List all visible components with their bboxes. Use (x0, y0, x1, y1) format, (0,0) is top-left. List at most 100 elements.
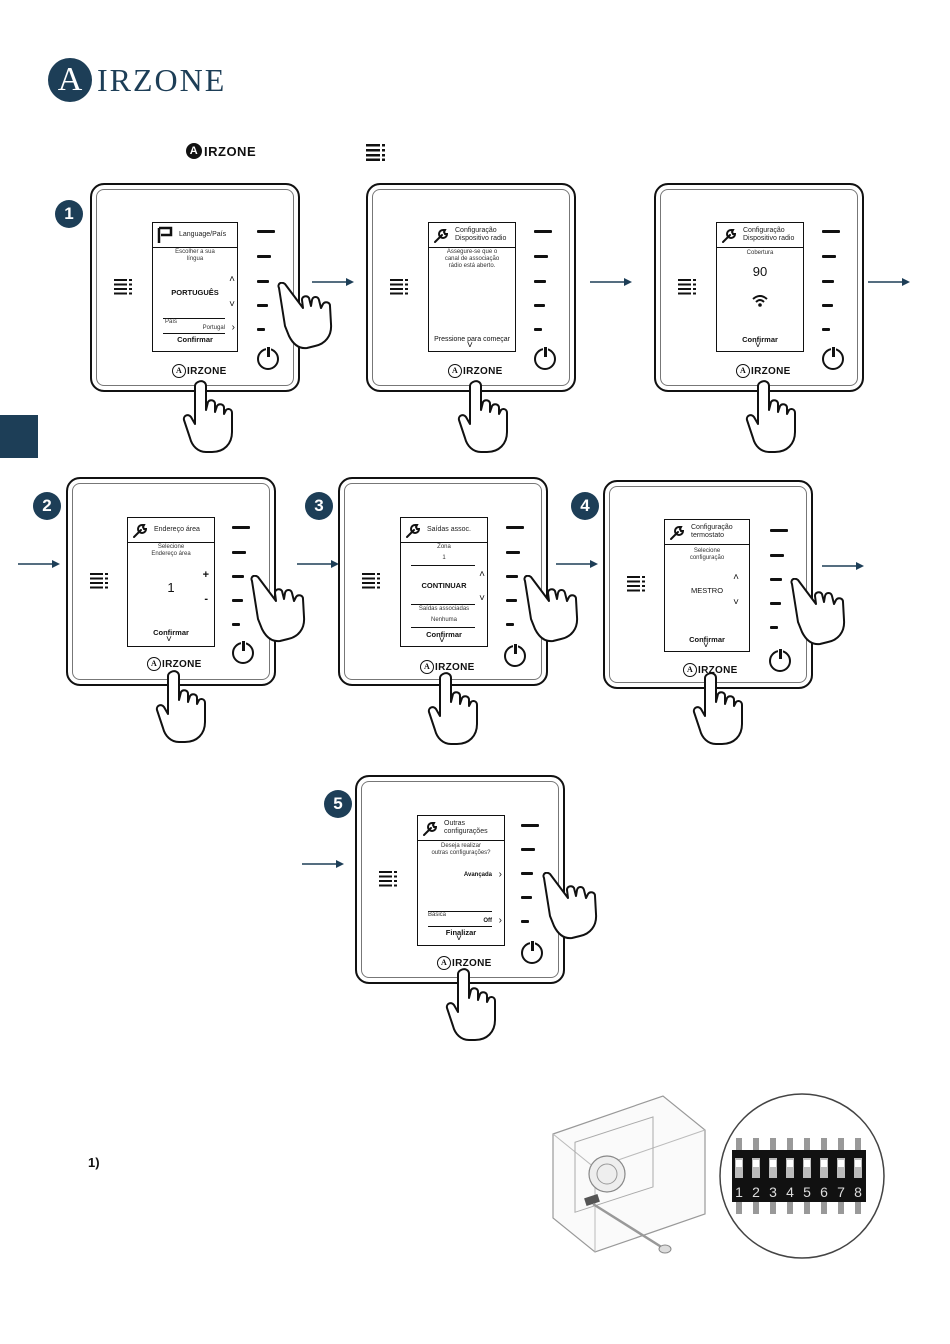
divider (428, 926, 492, 927)
device-logo-text: IRZONE (435, 661, 475, 673)
side-button-2[interactable] (257, 255, 271, 258)
screen-header: Endereço área (128, 518, 214, 543)
menu-icon (366, 144, 385, 161)
side-button-2[interactable] (521, 848, 535, 851)
dip-number-8: 8 (854, 1184, 862, 1200)
side-button-2[interactable] (534, 255, 548, 258)
side-button-3[interactable] (822, 280, 834, 283)
hand-pointer-icon (427, 672, 478, 745)
side-button-5[interactable] (506, 623, 514, 626)
chevron-down-icon: ˅ (439, 635, 445, 646)
power-button[interactable] (521, 940, 543, 964)
hand-pointer-icon (155, 670, 206, 743)
menu-icon[interactable] (627, 575, 647, 593)
side-button-2[interactable] (232, 551, 246, 554)
mode-value: MESTRO (690, 586, 724, 595)
side-button-3[interactable] (232, 575, 244, 578)
side-button-3[interactable] (506, 575, 518, 578)
side-button-5[interactable] (822, 328, 830, 331)
arrow-right-icon (868, 277, 911, 287)
menu-icon[interactable] (362, 572, 382, 590)
advanced-option[interactable]: Avançada (463, 872, 492, 878)
device-logo-text: IRZONE (187, 365, 227, 377)
arrow-right-icon (822, 561, 865, 571)
menu-icon[interactable] (114, 278, 134, 296)
power-button[interactable] (534, 346, 556, 370)
device-logo-mark: A (172, 364, 186, 378)
device-logo-mark: A (448, 364, 462, 378)
chevron-right-icon: › (498, 915, 502, 926)
step-number-5: 5 (324, 790, 352, 818)
menu-icon[interactable] (379, 870, 399, 888)
screen-title: Saídas assoc. (427, 526, 471, 533)
power-button[interactable] (504, 643, 526, 667)
side-button-1[interactable] (521, 824, 539, 827)
side-button-1[interactable] (232, 526, 250, 529)
side-button-3[interactable] (534, 280, 546, 283)
airzone-logo-text: IRZONE (97, 62, 227, 98)
side-button-2[interactable] (770, 554, 784, 557)
side-button-3[interactable] (257, 280, 269, 283)
side-button-2[interactable] (506, 551, 520, 554)
hand-pointer-icon (277, 282, 333, 350)
device-logo-mark: A (437, 956, 451, 970)
side-button-5[interactable] (257, 328, 265, 331)
side-button-2[interactable] (822, 255, 836, 258)
divider (411, 627, 475, 628)
side-button-5[interactable] (534, 328, 542, 331)
zone-value: 1 (442, 555, 446, 561)
side-button-5[interactable] (232, 623, 240, 626)
screen-outputs: Saídas assoc. Zona 1 ˄ CONTINUAR ˅ Saída… (400, 517, 488, 647)
hand-pointer-icon (250, 575, 306, 643)
menu-icon[interactable] (678, 278, 698, 296)
side-button-1[interactable] (534, 230, 552, 233)
side-button-4[interactable] (770, 602, 781, 605)
side-button-4[interactable] (534, 304, 545, 307)
side-button-4[interactable] (232, 599, 243, 602)
wrench-icon (434, 229, 448, 243)
chevron-down-icon: ˅ (467, 340, 473, 351)
dip-pins-bottom (736, 1200, 861, 1214)
side-button-1[interactable] (770, 529, 788, 532)
prompt-line-1: Deseja realizar (440, 843, 482, 849)
device-logo-mark: A (736, 364, 750, 378)
hand-pointer-icon (745, 380, 796, 453)
power-button[interactable] (232, 640, 254, 664)
side-button-1[interactable] (506, 526, 524, 529)
hand-pointer-icon (542, 872, 598, 940)
dip-number-7: 7 (837, 1184, 845, 1200)
power-button[interactable] (822, 346, 844, 370)
wrench-icon (423, 822, 437, 836)
side-button-4[interactable] (506, 599, 517, 602)
flag-icon (157, 226, 173, 243)
dip-number-1: 1 (735, 1184, 743, 1200)
press-to-start-label: Pressione para começar (434, 336, 510, 343)
side-button-1[interactable] (257, 230, 275, 233)
zone-label: Zona (437, 544, 451, 550)
basic-option[interactable]: Básica (428, 912, 447, 918)
power-button[interactable] (257, 346, 279, 370)
prompt-line-1: Selecione (693, 548, 721, 554)
menu-icon[interactable] (90, 572, 110, 590)
side-button-3[interactable] (770, 578, 782, 581)
chevron-down-icon: ˅ (703, 640, 709, 651)
side-button-4[interactable] (521, 896, 532, 899)
side-button-4[interactable] (822, 304, 833, 307)
side-button-4[interactable] (257, 304, 268, 307)
side-button-5[interactable] (770, 626, 778, 629)
prompt-line-1: Escolher a sua (175, 249, 215, 255)
side-button-5[interactable] (521, 920, 529, 923)
power-button[interactable] (769, 648, 791, 672)
mini-logo-text: IRZONE (204, 143, 257, 159)
side-button-3[interactable] (521, 872, 533, 875)
info-line-3: rádio está aberto. (448, 263, 496, 269)
menu-icon[interactable] (390, 278, 410, 296)
side-button-1[interactable] (822, 230, 840, 233)
